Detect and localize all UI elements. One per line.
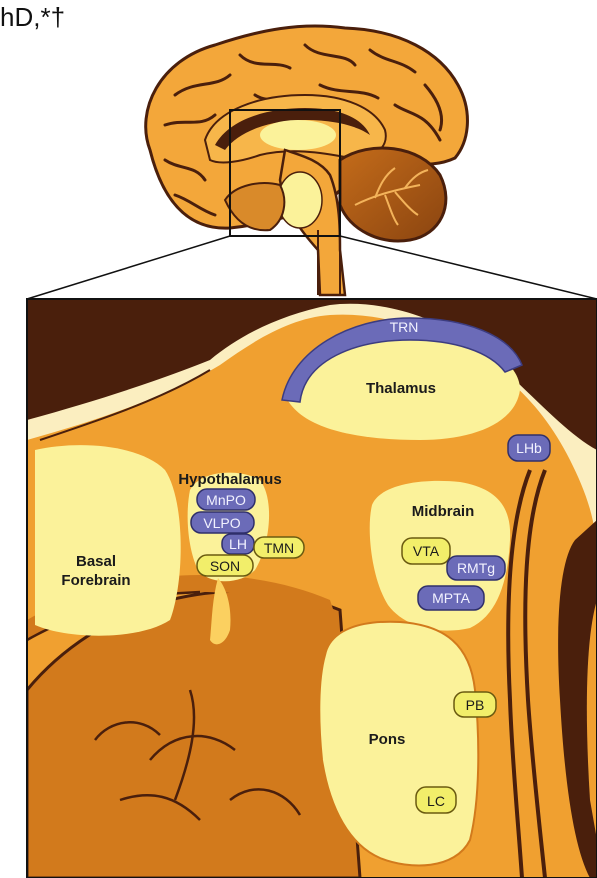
- label-pons: Pons: [369, 731, 406, 748]
- label-midbrain: Midbrain: [412, 503, 475, 520]
- cerebellum: [340, 148, 446, 241]
- label-lh: LH: [229, 536, 247, 552]
- zoom-connector-left: [27, 236, 230, 299]
- zoom-connector-right: [340, 236, 597, 299]
- thalamus-small: [260, 120, 336, 150]
- basal-forebrain-region: [35, 445, 181, 636]
- label-hypothalamus: Hypothalamus: [178, 471, 281, 488]
- label-mnpo: MnPO: [206, 492, 246, 508]
- label-tmn: TMN: [264, 540, 294, 556]
- label-son: SON: [210, 558, 240, 574]
- label-rmtg: RMTg: [457, 560, 495, 576]
- label-trn: TRN: [390, 319, 419, 335]
- label-mpta: MPTA: [432, 590, 471, 606]
- label-pb: PB: [466, 697, 485, 713]
- label-lhb: LHb: [516, 440, 542, 456]
- label-basal-forebrain-line1: Basal: [76, 553, 116, 570]
- label-vlpo: VLPO: [203, 515, 240, 531]
- label-lc: LC: [427, 793, 445, 809]
- label-basal-forebrain-line2: Forebrain: [61, 572, 130, 589]
- label-thalamus: Thalamus: [366, 380, 436, 397]
- label-vta: VTA: [413, 543, 440, 559]
